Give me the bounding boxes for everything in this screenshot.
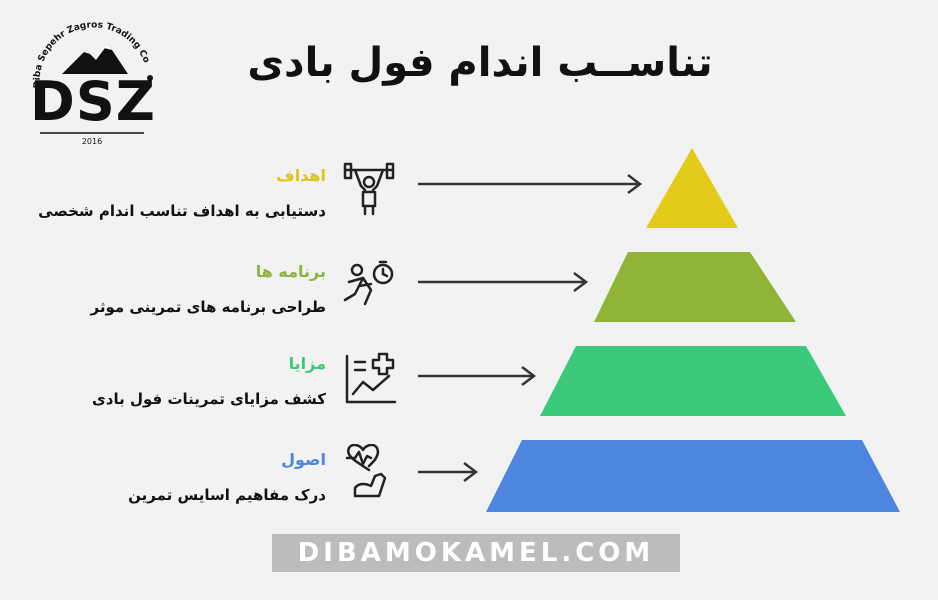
logo-year: 2016 xyxy=(82,137,102,146)
arrow-right-icon xyxy=(418,366,537,386)
arrow-right-icon xyxy=(418,272,589,292)
pyramid-tier-3 xyxy=(540,346,846,416)
heart-arm-icon xyxy=(345,444,387,498)
row-description: طراحی برنامه های تمرینی موثر xyxy=(90,298,326,316)
row-programs: برنامه ها طراحی برنامه های تمرینی موثر xyxy=(0,256,938,336)
row-label: مزایا xyxy=(288,354,326,373)
row-description: درک مفاهیم اسایس تمرین xyxy=(128,486,326,504)
footer-url: DIBAMOKAMEL.COM xyxy=(272,534,680,572)
company-logo: Diba Sepehr Zagros Trading Company DSZ 2… xyxy=(18,16,156,146)
row-benefits: مزایا کشف مزایای تمرینات فول بادی xyxy=(0,348,938,428)
arrow-right-icon xyxy=(418,174,643,194)
runner-stopwatch-icon xyxy=(343,260,394,306)
row-description: کشف مزایای تمرینات فول بادی xyxy=(92,390,326,408)
row-description: دستیابی به اهداف تناسب اندام شخصی xyxy=(38,202,326,220)
weightlifter-icon xyxy=(343,162,395,216)
pyramid-tier-top xyxy=(646,148,738,228)
row-label: اهداف xyxy=(276,166,326,185)
arrow-right-icon xyxy=(418,462,479,482)
mountain-icon xyxy=(62,44,128,74)
chart-plus-icon xyxy=(345,352,397,404)
row-principles: اصول درک مفاهیم اسایس تمرین xyxy=(0,444,938,524)
page-title: تناســب اندام فول بادی xyxy=(247,40,713,86)
row-goals: اهداف دستیابی به اهداف تناسب اندام شخصی xyxy=(0,160,938,240)
star-icon xyxy=(147,75,153,81)
pyramid-tier-2 xyxy=(594,252,796,322)
pyramid-tier-bottom xyxy=(486,440,900,512)
logo-letters: DSZ xyxy=(30,70,156,133)
row-label: اصول xyxy=(281,450,326,469)
row-label: برنامه ها xyxy=(255,262,326,281)
